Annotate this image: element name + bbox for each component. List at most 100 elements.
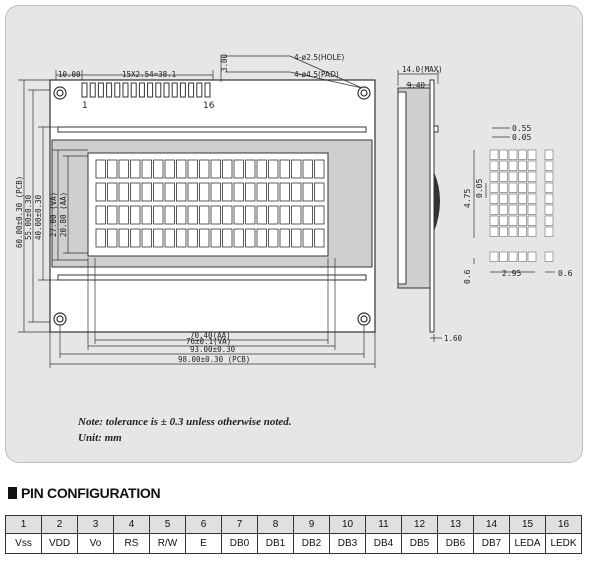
dot (518, 171, 527, 182)
dot-matrix-detail (489, 149, 554, 262)
header-pin (114, 82, 121, 98)
character-cell (187, 205, 198, 225)
dim-v-55: 55.00±0.30 (24, 194, 33, 240)
dot (489, 226, 499, 237)
dot (527, 160, 537, 171)
character-cell (199, 182, 210, 202)
pin-number-cell: 10 (329, 515, 366, 534)
character-cell (164, 205, 175, 225)
pin-name-cell: DB7 (473, 533, 510, 554)
character-cell (302, 159, 313, 179)
character-cell (233, 205, 244, 225)
character-cell (130, 159, 141, 179)
character-cell (164, 228, 175, 248)
dot (508, 171, 518, 182)
character-cell (291, 159, 302, 179)
character-cell (222, 159, 233, 179)
dim-h-93: 93.00±0.30 (190, 345, 236, 354)
pin-name-cell: VDD (41, 533, 78, 554)
header-pin (138, 82, 145, 98)
character-cell (118, 205, 129, 225)
dot (544, 204, 554, 215)
dot (499, 160, 508, 171)
pin-number-cell: 4 (113, 515, 150, 534)
header-pin (196, 82, 203, 98)
character-cell (314, 159, 325, 179)
note-unit: Unit: mm (78, 432, 122, 444)
dot-dim-f: 2.95 (502, 269, 521, 278)
dot (499, 226, 508, 237)
character-cell (164, 159, 175, 179)
character-cell (130, 228, 141, 248)
dot (499, 204, 508, 215)
mounting-holes (53, 86, 371, 326)
pin-name-cell: DB4 (365, 533, 402, 554)
character-cell (256, 159, 267, 179)
dot-dim-a: 0.55 (512, 124, 531, 133)
pin-header (81, 82, 211, 98)
character-cell (118, 159, 129, 179)
character-cell (279, 228, 290, 248)
character-cell (130, 182, 141, 202)
character-cell (222, 228, 233, 248)
header-pin (89, 82, 96, 98)
dot (518, 204, 527, 215)
character-cell (164, 182, 175, 202)
top-dimension-lines (55, 55, 363, 89)
dim-h-va: 76±0.1(VA) (186, 337, 231, 346)
cursor-dot (518, 251, 527, 262)
dim-v-va: 27.00 (VA) (49, 192, 58, 237)
character-cell (233, 228, 244, 248)
character-cell (199, 228, 210, 248)
pin-name-cell: DB0 (221, 533, 258, 554)
character-cell (153, 182, 164, 202)
dot (544, 193, 554, 204)
header-pin (97, 82, 104, 98)
character-cell (245, 159, 256, 179)
character-cell (222, 182, 233, 202)
character-cell (222, 205, 233, 225)
pin-number-cell: 1 (5, 515, 42, 534)
character-cell (314, 228, 325, 248)
character-cell (291, 205, 302, 225)
cursor-dot (527, 251, 537, 262)
dot-dim-b: 0.05 (512, 133, 531, 142)
pin-number-cell: 3 (77, 515, 114, 534)
header-pin (155, 82, 162, 98)
character-cell (95, 228, 106, 248)
pin-mark-last: 16 (203, 101, 215, 111)
pin-number-cell: 11 (365, 515, 402, 534)
character-cell (268, 182, 279, 202)
dot (527, 149, 537, 160)
dot (489, 182, 499, 193)
character-cell (233, 159, 244, 179)
pin-number-cell: 12 (401, 515, 438, 534)
character-cell (256, 205, 267, 225)
character-cell (245, 205, 256, 225)
pin-mark-first: 1 (82, 101, 88, 111)
character-cell (176, 228, 187, 248)
pin-number-cell: 13 (437, 515, 474, 534)
note-tolerance: Note: tolerance is ± 0.3 unless otherwis… (78, 416, 292, 428)
character-cell (279, 205, 290, 225)
cursor-dot (489, 251, 499, 262)
character-grid (95, 159, 325, 248)
pin-number-cell: 14 (473, 515, 510, 534)
character-cell (141, 228, 152, 248)
character-cell (153, 205, 164, 225)
pin-name-cell: Vss (5, 533, 42, 554)
dim-v-40: 40.00±0.30 (34, 194, 43, 240)
pin-number-cell: 8 (257, 515, 294, 534)
pin-name-cell: DB3 (329, 533, 366, 554)
character-cell (199, 159, 210, 179)
dot (508, 226, 518, 237)
side-bump (434, 172, 440, 232)
character-cell (256, 228, 267, 248)
dot (508, 204, 518, 215)
dim-pitch: 15X2.54=38.1 (122, 70, 176, 79)
character-cell (107, 228, 118, 248)
pin-number-cell: 9 (293, 515, 330, 534)
